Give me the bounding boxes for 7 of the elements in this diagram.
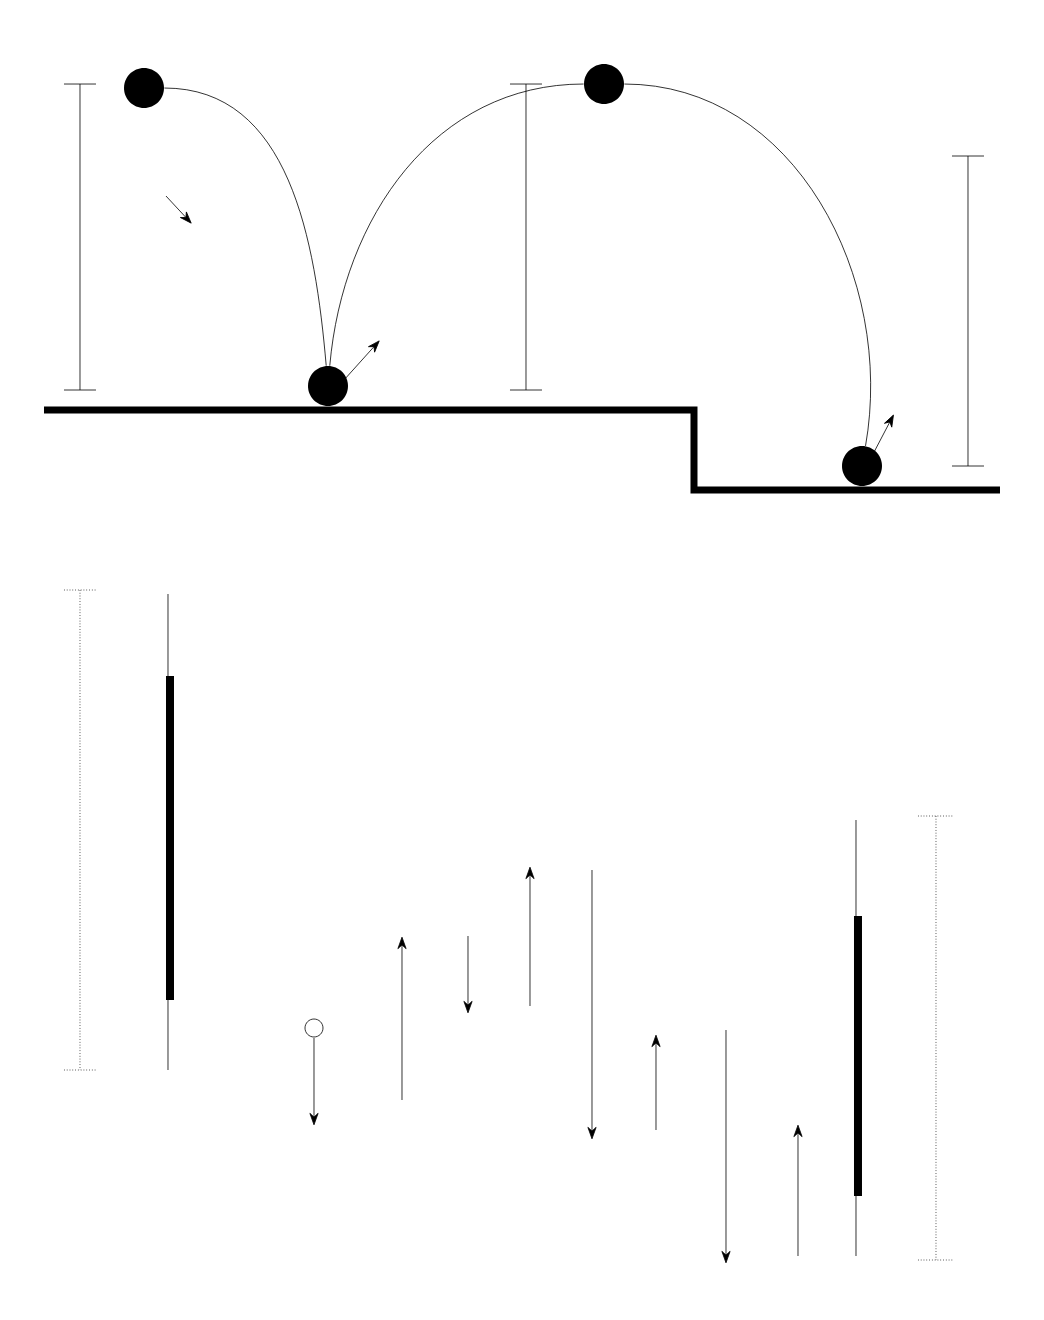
ball [584, 64, 624, 104]
ball [842, 446, 882, 486]
trajectory-curve [329, 83, 584, 367]
ball [124, 68, 164, 108]
trajectory-curve [164, 87, 327, 367]
trajectory-curve [624, 83, 871, 447]
ball [308, 366, 348, 406]
